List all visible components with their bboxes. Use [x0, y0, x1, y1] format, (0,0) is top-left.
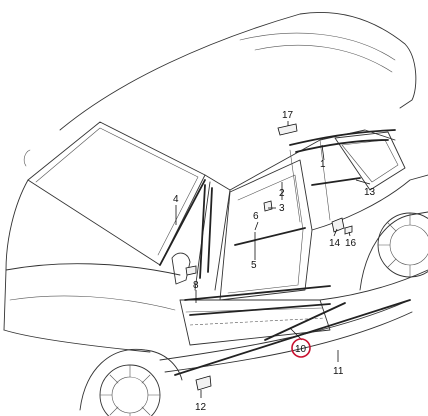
sill-cover-strip	[189, 303, 331, 316]
rocker-moulding	[174, 299, 411, 376]
highlight-circle-10	[291, 338, 311, 358]
car-body-outline	[3, 12, 428, 416]
door-seal-strip	[234, 227, 306, 246]
clip-part-14	[331, 217, 345, 233]
callout-13: 13	[364, 187, 376, 198]
callout-10: 10	[295, 344, 307, 355]
callouts: 1 2 3 4 5 6 8 10 11 12 13 14 16 17	[173, 110, 376, 413]
callout-11: 11	[333, 366, 344, 377]
sill-trim-strip	[184, 285, 331, 301]
bolt-part-16	[344, 225, 353, 235]
bracket-part-8	[185, 265, 197, 276]
door-frame-trim-inner	[207, 187, 213, 273]
lower-sill-trim	[264, 302, 346, 341]
leader-lines	[175, 121, 371, 398]
callout-12: 12	[195, 402, 207, 413]
a-pillar-trim	[159, 179, 206, 266]
door-frame-trim	[199, 184, 206, 279]
callout-16: 16	[345, 238, 357, 249]
callout-14: 14	[329, 238, 341, 249]
callout-6: 6	[253, 211, 259, 222]
callout-8: 8	[193, 280, 199, 291]
callout-3: 3	[279, 203, 285, 214]
callout-17: 17	[282, 110, 294, 121]
callout-1: 1	[320, 159, 326, 170]
roof-trim-strip-inner	[295, 139, 389, 153]
bolt-part-3	[263, 200, 273, 212]
clip-part-17	[277, 123, 298, 136]
callout-2: 2	[279, 188, 285, 199]
callout-4: 4	[173, 194, 179, 205]
clip-part-12	[195, 375, 212, 391]
roof-trim-strip	[289, 129, 396, 146]
rear-window-trim	[311, 177, 361, 186]
callout-5: 5	[251, 260, 257, 271]
trim-parts	[159, 123, 411, 391]
